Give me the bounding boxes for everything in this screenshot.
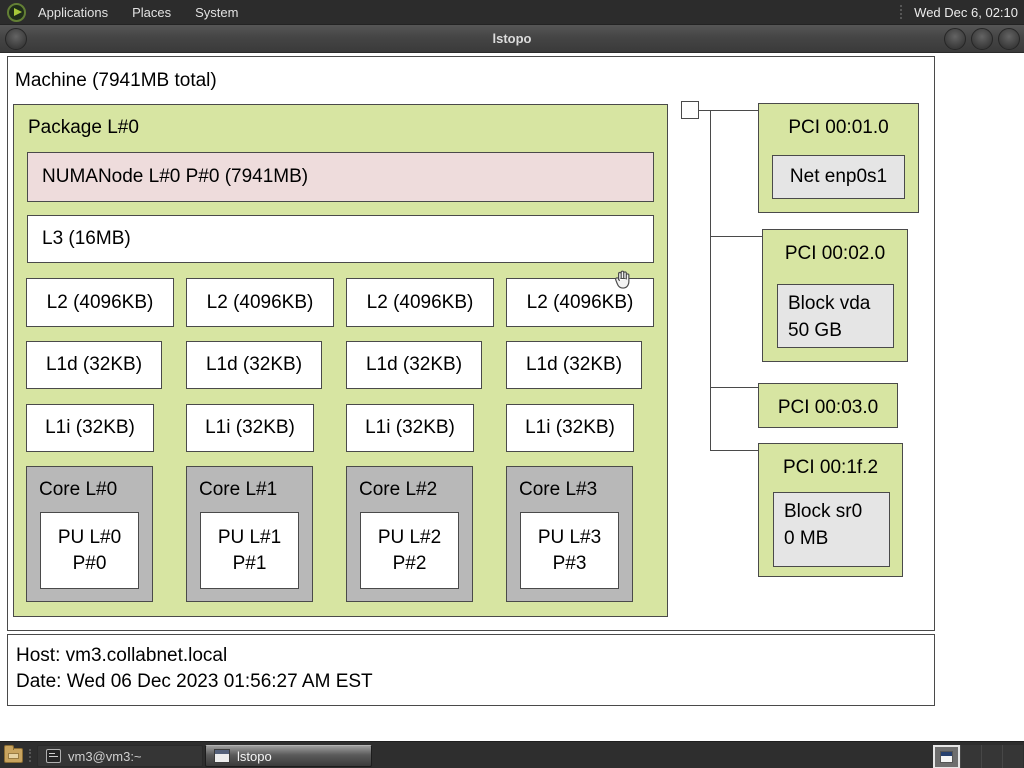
pu-p-label: P#1 — [232, 552, 267, 574]
l2-cache-box: L2 (4096KB) — [346, 278, 494, 327]
pci-label: PCI 00:1f.2 — [782, 457, 879, 478]
taskbar-item-label: lstopo — [237, 748, 272, 764]
taskbar-item-lstopo[interactable]: lstopo — [205, 745, 372, 767]
panel-drag-handle — [900, 5, 904, 19]
file-manager-icon[interactable] — [4, 745, 23, 763]
workspace-2[interactable] — [960, 745, 981, 768]
menu-applications-label: Applications — [38, 4, 109, 20]
hand-cursor-icon — [612, 269, 634, 291]
core-label: Core L#0 — [39, 479, 118, 500]
terminal-icon — [46, 749, 61, 763]
l1d-cache-box: L1d (32KB) — [346, 341, 482, 389]
l1d-cache-box: L1d (32KB) — [506, 341, 642, 389]
window-titlebar[interactable]: lstopo — [0, 25, 1024, 53]
maximize-button[interactable] — [971, 28, 993, 50]
pci-trunk-line — [710, 110, 711, 450]
l3-cache-box: L3 (16MB) — [27, 215, 654, 263]
pu-l-label: PU L#1 — [217, 526, 282, 548]
core-label: Core L#3 — [519, 479, 598, 500]
top-panel: Applications Places System Wed Dec 6, 02… — [0, 0, 1024, 25]
l1i-cache-box: L1i (32KB) — [26, 404, 154, 452]
workspace-4[interactable] — [1002, 745, 1023, 768]
taskbar-item-terminal[interactable]: vm3@vm3:~ — [37, 745, 203, 767]
core-label: Core L#2 — [359, 479, 438, 500]
pci-box: PCI 00:01.0 Net enp0s1 — [758, 103, 919, 213]
menu-places[interactable]: Places — [120, 0, 183, 25]
clock-applet[interactable]: Wed Dec 6, 02:10 — [914, 4, 1018, 20]
host-line: Host: vm3.collabnet.local — [16, 645, 228, 666]
workspace-3[interactable] — [981, 745, 1002, 768]
window-icon — [214, 749, 230, 763]
machine-label: Machine (7941MB total) — [15, 70, 217, 91]
window-menu-button[interactable] — [5, 28, 27, 50]
pu-l-label: PU L#3 — [537, 526, 602, 548]
l1d-cache-box: L1d (32KB) — [26, 341, 162, 389]
pci-connector-line — [710, 236, 762, 237]
distro-logo-icon[interactable] — [7, 2, 26, 22]
device-line: Block vda — [788, 293, 871, 314]
block-device-box: Block sr0 0 MB — [773, 492, 890, 567]
pu-p-label: P#3 — [552, 552, 587, 574]
pci-bridge-box — [681, 101, 699, 119]
pci-label: PCI 00:01.0 — [788, 117, 889, 138]
menu-places-label: Places — [132, 4, 172, 20]
pci-label: PCI 00:03.0 — [777, 397, 879, 418]
pci-connector-line — [710, 387, 758, 388]
pci-connector-line — [710, 450, 758, 451]
legend-box: Host: vm3.collabnet.local Date: Wed 06 D… — [7, 634, 935, 706]
l2-cache-box: L2 (4096KB) — [26, 278, 174, 327]
pci-box: PCI 00:02.0 Block vda 50 GB — [762, 229, 908, 362]
pci-box: PCI 00:1f.2 Block sr0 0 MB — [758, 443, 903, 577]
pu-p-label: P#2 — [392, 552, 427, 574]
date-line: Date: Wed 06 Dec 2023 01:56:27 AM EST — [16, 671, 373, 692]
l1i-cache-box: L1i (32KB) — [186, 404, 314, 452]
l1i-cache-box: L1i (32KB) — [506, 404, 634, 452]
minimize-button[interactable] — [944, 28, 966, 50]
pu-l-label: PU L#0 — [57, 526, 122, 548]
close-button[interactable] — [998, 28, 1020, 50]
numanode-box: NUMANode L#0 P#0 (7941MB) — [27, 152, 654, 202]
net-device-box: Net enp0s1 — [772, 155, 905, 199]
block-device-box: Block vda 50 GB — [777, 284, 894, 348]
taskbar-item-label: vm3@vm3:~ — [68, 748, 142, 764]
device-line: 50 GB — [788, 320, 842, 341]
workspace-1[interactable] — [933, 745, 960, 768]
menu-system-label: System — [195, 4, 239, 20]
workspace-switcher — [933, 745, 1023, 768]
menu-system[interactable]: System — [183, 0, 250, 25]
bottom-panel: vm3@vm3:~ lstopo — [0, 741, 1024, 768]
l2-cache-box: L2 (4096KB) — [506, 278, 654, 327]
pci-label: PCI 00:02.0 — [784, 243, 886, 264]
l1i-cache-box: L1i (32KB) — [346, 404, 474, 452]
pci-box: PCI 00:03.0 — [758, 383, 898, 428]
menu-applications[interactable]: Applications — [26, 0, 120, 25]
workspace-window-thumb — [940, 751, 953, 763]
pci-connector-line — [699, 110, 758, 111]
lstopo-canvas[interactable]: Machine (7941MB total) Package L#0 NUMAN… — [0, 53, 1024, 741]
device-line: Block sr0 — [784, 501, 863, 522]
folder-slot — [8, 753, 19, 759]
core-label: Core L#1 — [199, 479, 278, 500]
device-line: 0 MB — [784, 528, 829, 549]
l2-cache-box: L2 (4096KB) — [186, 278, 334, 327]
panel-drag-handle — [29, 749, 32, 762]
pu-p-label: P#0 — [72, 552, 107, 574]
package-label: Package L#0 — [28, 117, 139, 138]
l1d-cache-box: L1d (32KB) — [186, 341, 322, 389]
logo-triangle-icon — [14, 8, 22, 16]
window-title: lstopo — [492, 31, 532, 46]
pu-l-label: PU L#2 — [377, 526, 442, 548]
